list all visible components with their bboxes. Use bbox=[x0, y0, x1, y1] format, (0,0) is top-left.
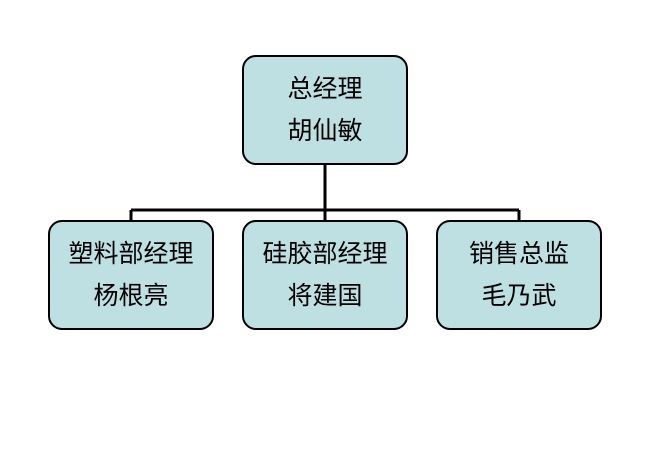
org-node-general-manager: 总经理 胡仙敏 bbox=[242, 55, 408, 165]
node-person-name: 杨根亮 bbox=[93, 281, 169, 310]
org-node-silicone-dept-manager: 硅胶部经理 将建国 bbox=[242, 220, 408, 330]
org-node-sales-director: 销售总监 毛乃武 bbox=[436, 220, 602, 330]
node-title: 硅胶部经理 bbox=[262, 239, 388, 268]
node-title: 塑料部经理 bbox=[68, 239, 194, 268]
node-title: 销售总监 bbox=[468, 239, 569, 268]
org-node-plastics-dept-manager: 塑料部经理 杨根亮 bbox=[48, 220, 214, 330]
node-person-name: 胡仙敏 bbox=[287, 116, 363, 145]
node-person-name: 将建国 bbox=[287, 281, 363, 310]
node-title: 总经理 bbox=[287, 74, 363, 103]
node-person-name: 毛乃武 bbox=[481, 281, 557, 310]
